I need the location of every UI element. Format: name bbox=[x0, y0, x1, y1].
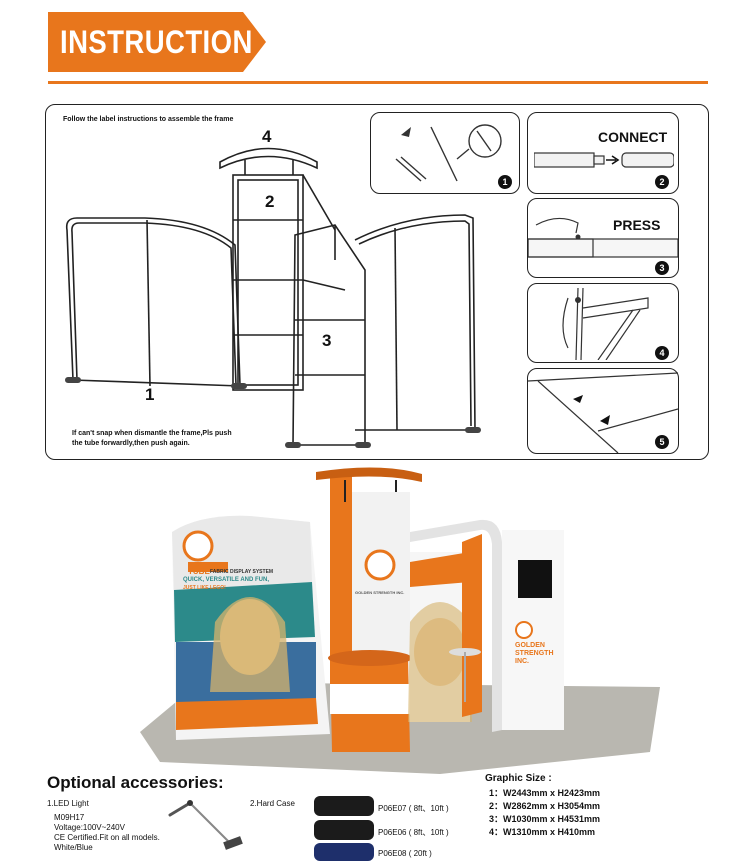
hard-case-heading: 2.Hard Case bbox=[250, 799, 295, 808]
step-5-badge: 5 bbox=[655, 435, 669, 449]
graphic-size-item-4: 4：W1310mm x H410mm bbox=[489, 827, 596, 837]
led-colors: White/Blue bbox=[54, 843, 93, 852]
graphic-size-item-2: 2：W2862mm x H3054mm bbox=[489, 801, 601, 811]
frame-label-1: 1 bbox=[145, 385, 155, 404]
led-model: M09H17 bbox=[54, 813, 85, 822]
banner-title: INSTRUCTION bbox=[60, 24, 253, 60]
booth-render bbox=[140, 467, 660, 774]
step-4-box: 4 bbox=[527, 283, 679, 363]
tube-parts-illustration bbox=[395, 124, 502, 182]
frame-diagram bbox=[65, 147, 481, 448]
instruction-panel bbox=[45, 104, 709, 460]
step-2-label: CONNECT bbox=[598, 129, 668, 145]
hard-case-image-1 bbox=[314, 796, 374, 816]
press-illustration bbox=[528, 217, 678, 258]
booth-headline-2: JUST LIKE LEGO! bbox=[183, 585, 226, 591]
dismantle-note-line2: the tube forwardly,then push again. bbox=[72, 440, 190, 447]
led-cert: CE Certified.Fit on all models. bbox=[54, 833, 160, 842]
company-line3: INC. bbox=[515, 658, 529, 665]
divider-rule bbox=[48, 81, 708, 84]
step-2-badge: 2 bbox=[655, 175, 669, 189]
step-3-label: PRESS bbox=[613, 217, 661, 233]
graphic-size-item-3: 3：W1030mm x H4531mm bbox=[489, 814, 601, 824]
instruction-banner bbox=[48, 12, 266, 72]
graphic-size-title: Graphic Size : bbox=[485, 773, 552, 784]
company-line2: STRENGTH bbox=[515, 650, 554, 657]
step-4-badge: 4 bbox=[655, 346, 669, 360]
booth-brand: TUBE bbox=[188, 567, 210, 576]
step-3-badge: 3 bbox=[655, 261, 669, 275]
connect-illustration bbox=[534, 152, 674, 168]
led-light-image bbox=[168, 800, 243, 850]
frame-label-4: 4 bbox=[262, 127, 272, 146]
booth-company-panel: GOLDEN STRENGTH INC. bbox=[515, 642, 554, 666]
dismantle-note-line1: If can't snap when dismantle the frame,P… bbox=[72, 430, 232, 437]
clamp-illustration bbox=[562, 288, 649, 360]
step-2-box: CONNECT 2 bbox=[527, 112, 679, 194]
step-5-box: 5 bbox=[527, 368, 679, 454]
hard-case-item-2: P06E06 ( 8ft、10ft ) bbox=[378, 828, 449, 837]
company-line1: GOLDEN bbox=[515, 642, 545, 649]
hard-case-item-1: P06E07 ( 8ft、10ft ) bbox=[378, 804, 449, 813]
frame-label-2: 2 bbox=[265, 192, 275, 211]
booth-headline: QUICK, VERSATILE AND FUN, bbox=[183, 577, 270, 583]
instruction-caption: Follow the label instructions to assembl… bbox=[63, 116, 234, 123]
hard-case-item-3: P06E08 ( 20ft ) bbox=[378, 849, 432, 858]
frame-label-3: 3 bbox=[322, 331, 332, 350]
step-1-badge: 1 bbox=[498, 175, 512, 189]
led-voltage: Voltage:100V~240V bbox=[54, 823, 125, 832]
panel-illustration bbox=[528, 372, 678, 453]
booth-company-tower: GOLDEN STRENGTH INC. bbox=[355, 590, 405, 595]
hard-case-image-2 bbox=[314, 820, 374, 840]
accessories-title: Optional accessories: bbox=[47, 773, 224, 792]
step-1-box: 1 bbox=[370, 112, 520, 194]
step-3-box: PRESS 3 bbox=[527, 198, 679, 278]
booth-brand-sub: FABRIC DISPLAY SYSTEM bbox=[210, 569, 274, 575]
graphic-size-item-1: 1：W2443mm x H2423mm bbox=[489, 788, 601, 798]
hard-case-image-3 bbox=[314, 843, 374, 861]
led-heading: 1.LED Light bbox=[47, 799, 89, 808]
